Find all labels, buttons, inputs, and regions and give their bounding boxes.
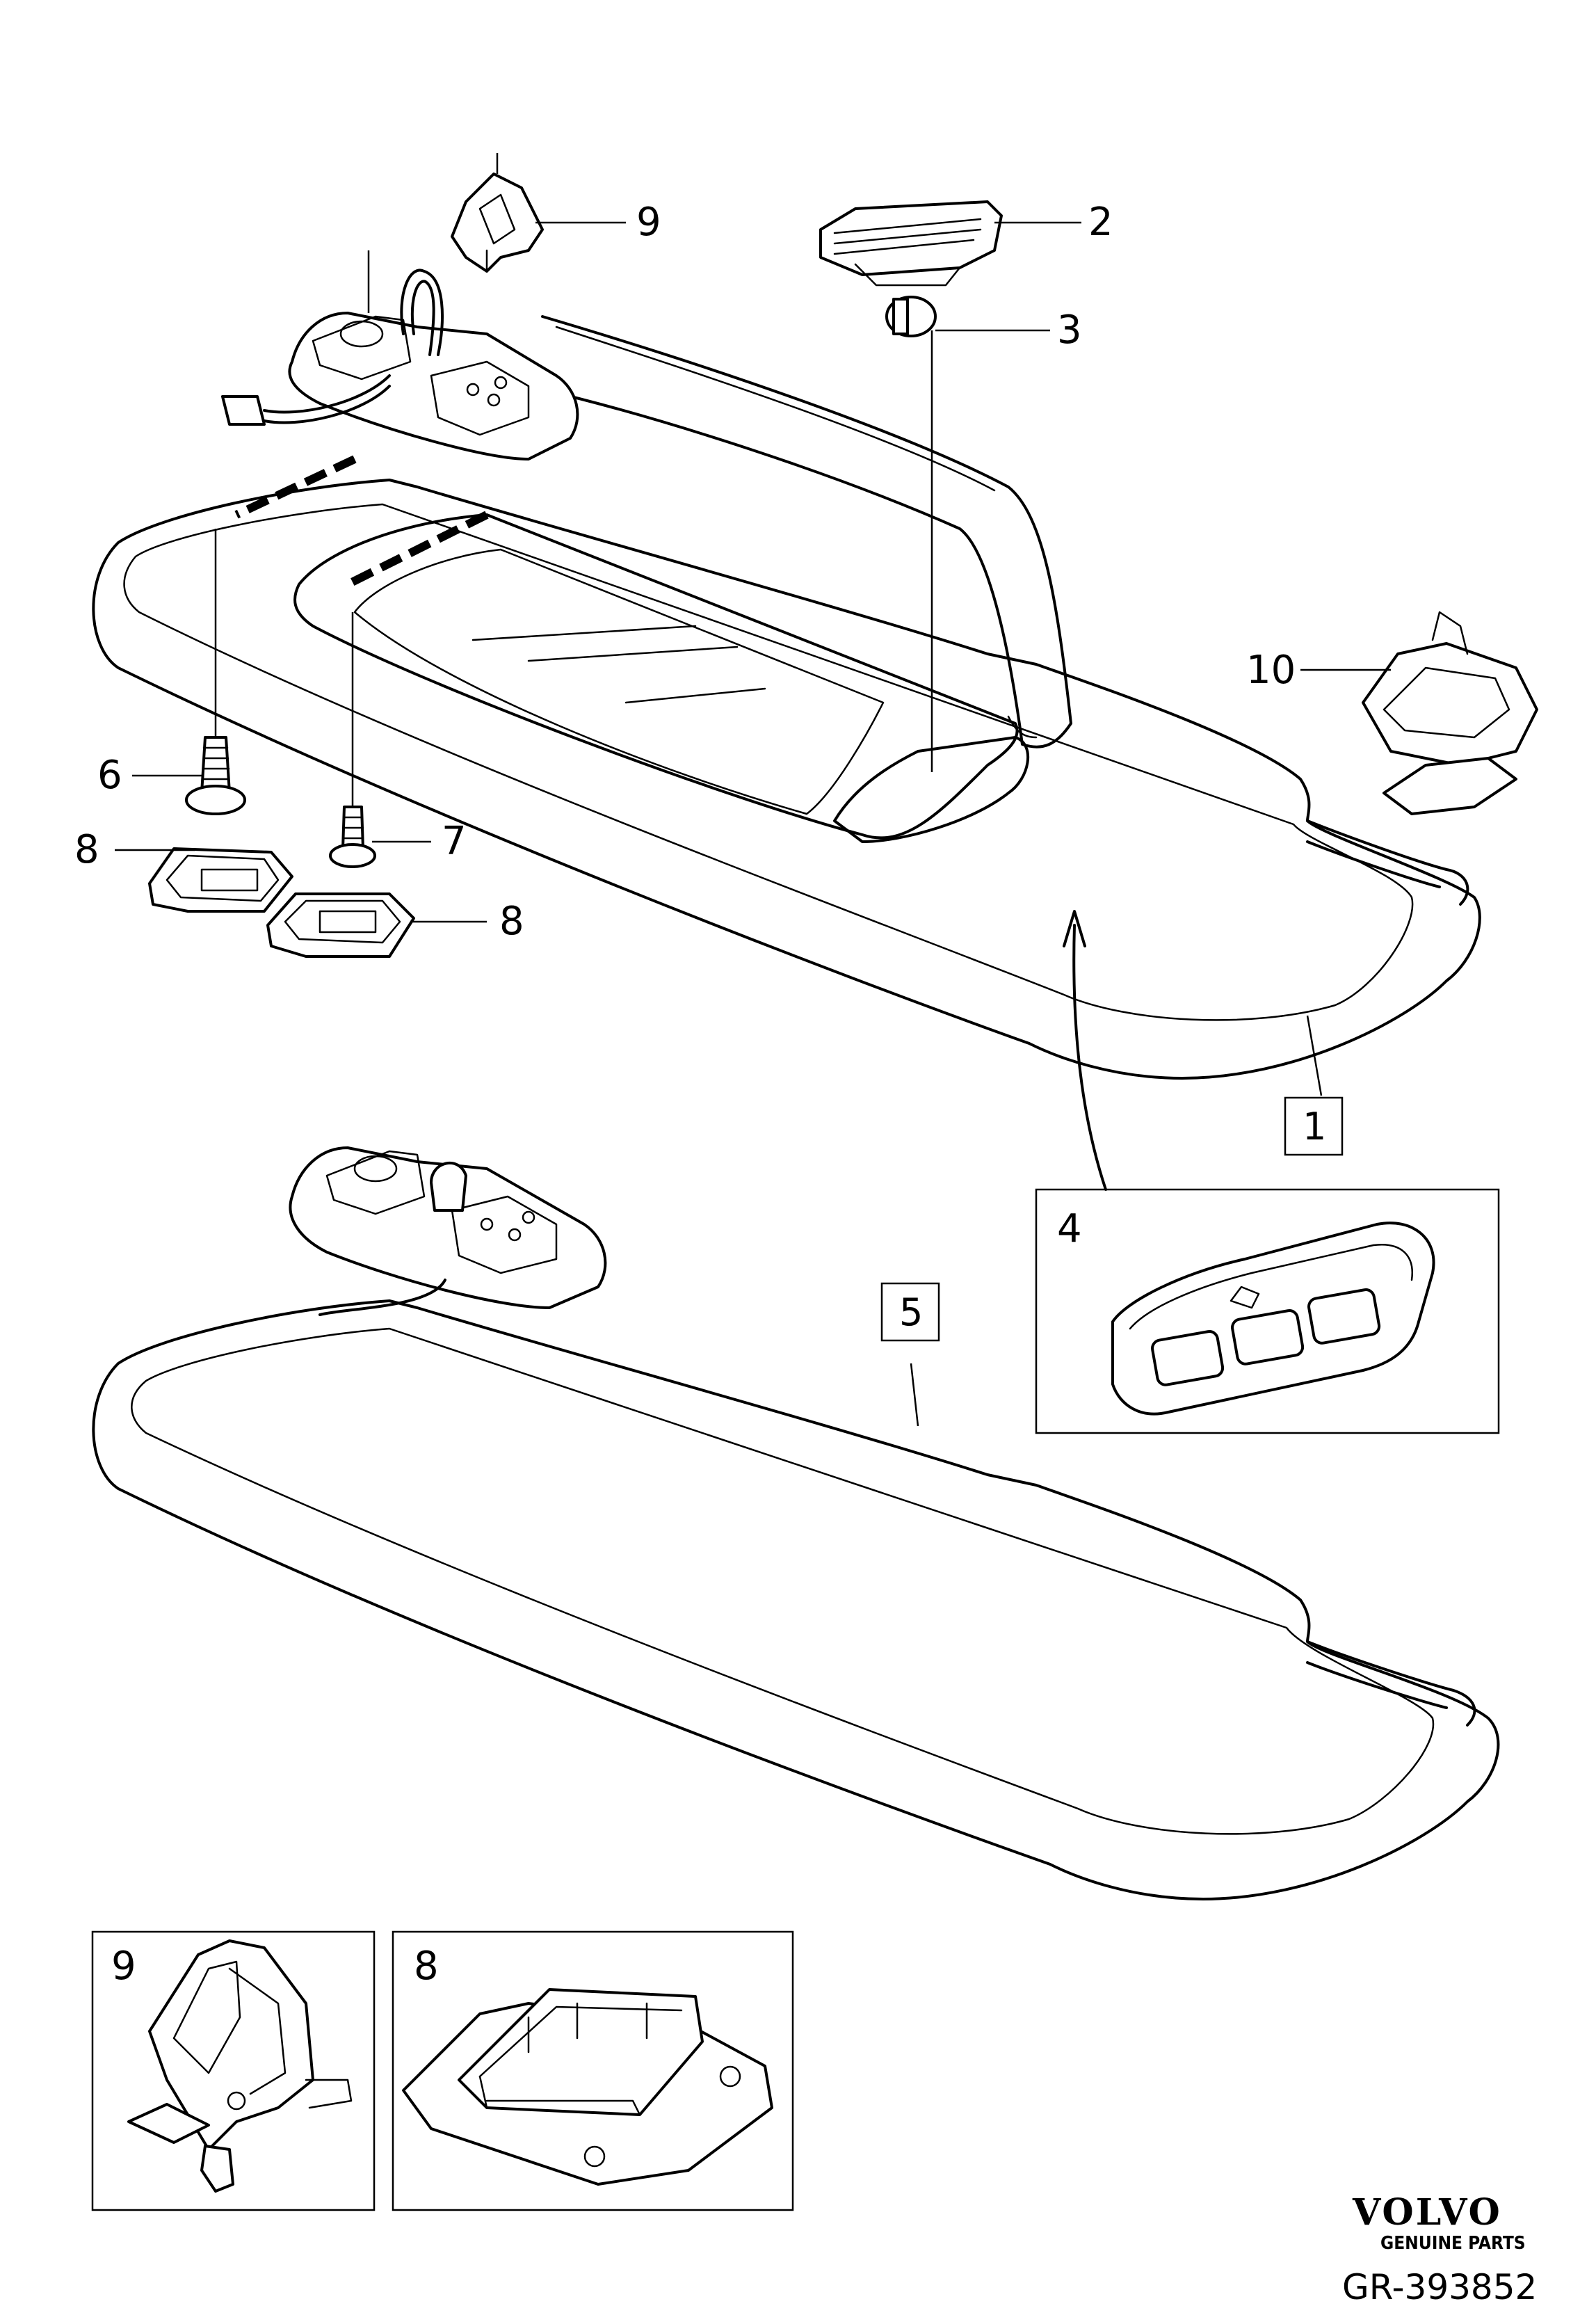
- callout-7: 7: [442, 819, 467, 864]
- cover-cap-b: [266, 892, 415, 958]
- callout-10: 10: [1246, 648, 1296, 693]
- callout-4: 4: [1057, 1206, 1082, 1251]
- route-arrow: [1072, 924, 1107, 1191]
- callout-2: 2: [1088, 200, 1113, 245]
- figure-code: GR-393852: [1342, 2267, 1537, 2307]
- handle-clip-part: [451, 153, 544, 273]
- callout-9: 9: [636, 200, 661, 245]
- callout-1: 1: [1303, 1105, 1326, 1148]
- retaining-clip: [1362, 611, 1538, 815]
- mirror-light-bracket-upper: [221, 250, 579, 461]
- detail-box-4: 4: [1035, 1188, 1500, 1434]
- festoon-bulb: [885, 296, 937, 772]
- sun-visor-with-mirror: [92, 315, 1481, 1080]
- callout-8b: 8: [499, 899, 524, 944]
- callout-5-box: [880, 1282, 940, 1342]
- callout-1-box: [1284, 1096, 1344, 1156]
- lamp-lens: [819, 200, 1003, 287]
- volvo-logo: VOLVO GENUINE PARTS: [1352, 2191, 1526, 2254]
- screw-large: [185, 529, 246, 815]
- assembly-guide-dashed: [234, 455, 357, 519]
- detail-box-9: 9: [91, 1930, 376, 2211]
- assembly-guide-dashed: [346, 511, 489, 588]
- screw-small: [329, 612, 376, 868]
- callout-leaders: [115, 221, 1391, 1427]
- brand-tagline: GENUINE PARTS: [1380, 2233, 1526, 2254]
- brand-name: VOLVO: [1352, 2191, 1502, 2234]
- detail-8-label: 8: [414, 1944, 439, 1989]
- detail-box-8: 8: [392, 1930, 794, 2211]
- mirror-light-icon: [1230, 1286, 1260, 1309]
- sun-visor-plain: [92, 1299, 1500, 1900]
- callout-6: 6: [97, 753, 122, 798]
- cover-cap-a: [148, 847, 293, 913]
- route-arrow-head: [1063, 910, 1086, 947]
- callout-5: 5: [899, 1290, 923, 1334]
- callout-8a: 8: [74, 827, 99, 872]
- detail-9-label: 9: [111, 1944, 136, 1989]
- callout-3: 3: [1057, 307, 1082, 353]
- mirror-light-bracket-lower: [289, 1146, 607, 1316]
